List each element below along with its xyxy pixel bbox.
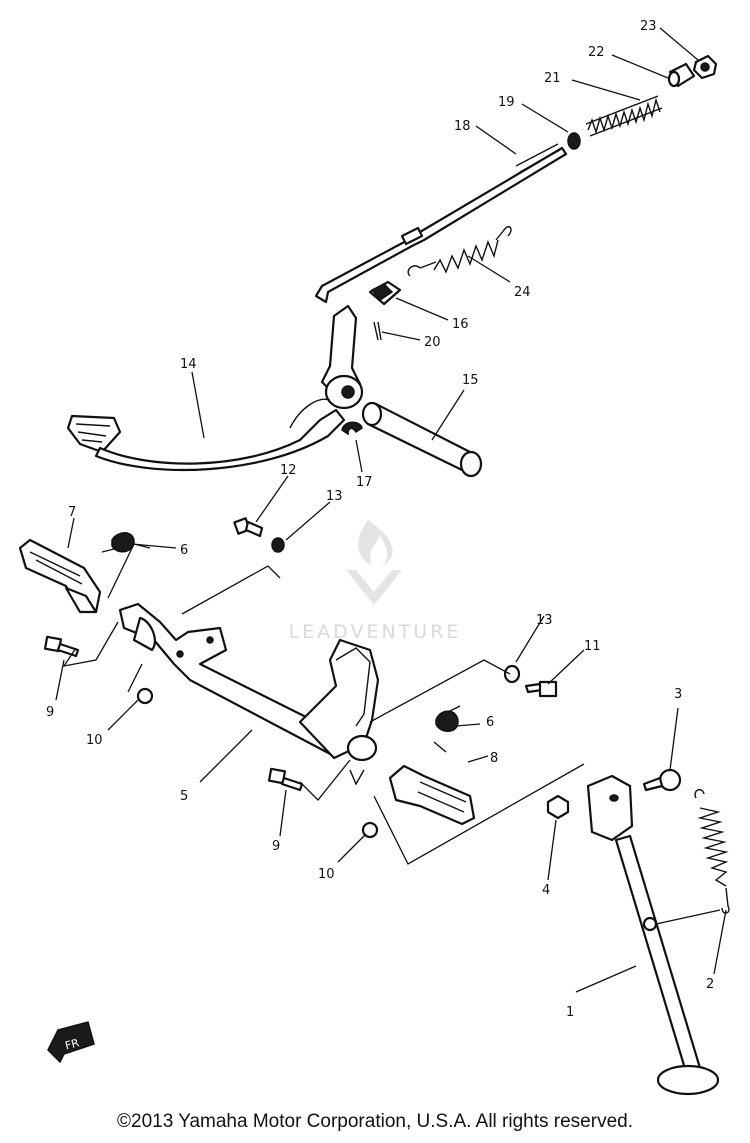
callout-13-lower: 13 [536,613,553,628]
callout-12: 12 [280,463,297,478]
callout-6-upper: 6 [180,543,188,558]
callout-21: 21 [544,71,561,86]
part-12-bolt [233,517,264,538]
part-10-washer-upper [136,687,154,705]
callout-7: 7 [68,505,76,520]
callout-8: 8 [490,751,498,766]
part-11-bolt [524,680,558,698]
callout-24: 24 [514,285,531,300]
part-5-footrest-bar [118,602,380,786]
part-14-brake-pedal [66,304,364,472]
callout-16: 16 [452,317,469,332]
callout-2: 2 [706,977,714,992]
part-23-nut [692,54,718,80]
callout-20: 20 [424,335,441,350]
callout-10-lower: 10 [318,867,335,882]
front-arrow-badge: FR [47,1021,95,1064]
part-3-bolt [642,768,682,792]
callout-10-upper: 10 [86,733,103,748]
part-22-adjuster [667,62,696,88]
part-13-washer-lower [503,664,521,684]
part-15-shaft [361,401,483,478]
callout-11: 11 [584,639,601,654]
part-16-pin [368,280,402,306]
callout-13-upper: 13 [326,489,343,504]
copyright-notice: ©2013 Yamaha Motor Corporation, U.S.A. A… [117,1111,633,1132]
callout-1: 1 [566,1005,574,1020]
callout-6-lower: 6 [486,715,494,730]
front-badge-text: FR [64,1036,81,1052]
leader-lines [55,27,727,993]
part-6-spring-left [101,532,151,553]
callout-9-lower: 9 [272,839,280,854]
part-10-washer-lower [361,821,379,839]
part-19-washer [567,132,581,150]
part-1-side-stand [586,774,720,1096]
callout-numbers: 23 22 21 19 18 24 16 20 14 15 17 12 13 7… [46,19,714,1020]
callout-22: 22 [588,45,605,60]
callout-19: 19 [498,95,515,110]
part-9-bolt-lower [267,767,304,792]
callout-14: 14 [180,357,197,372]
part-17-circlip [341,421,363,436]
part-2-spring [642,788,730,932]
callout-5: 5 [180,789,188,804]
callout-23: 23 [640,19,657,34]
part-4-nut [546,794,570,820]
callout-4: 4 [542,883,550,898]
callout-9-upper: 9 [46,705,54,720]
part-7-footpeg-left [18,538,102,614]
part-20-cotter-pin [373,321,382,341]
callout-18: 18 [454,119,471,134]
part-21-spring [585,95,663,137]
part-18-rod [314,143,568,304]
callout-17: 17 [356,475,373,490]
part-24-spring [407,226,512,277]
watermark-text: LEADVENTURE [289,621,462,643]
part-13-washer-upper [271,537,285,553]
part-6-spring-right [433,705,461,753]
callout-3: 3 [674,687,682,702]
part-8-footpeg-right [388,764,476,826]
callout-15: 15 [462,373,479,388]
watermark: LEADVENTURE [289,520,462,643]
